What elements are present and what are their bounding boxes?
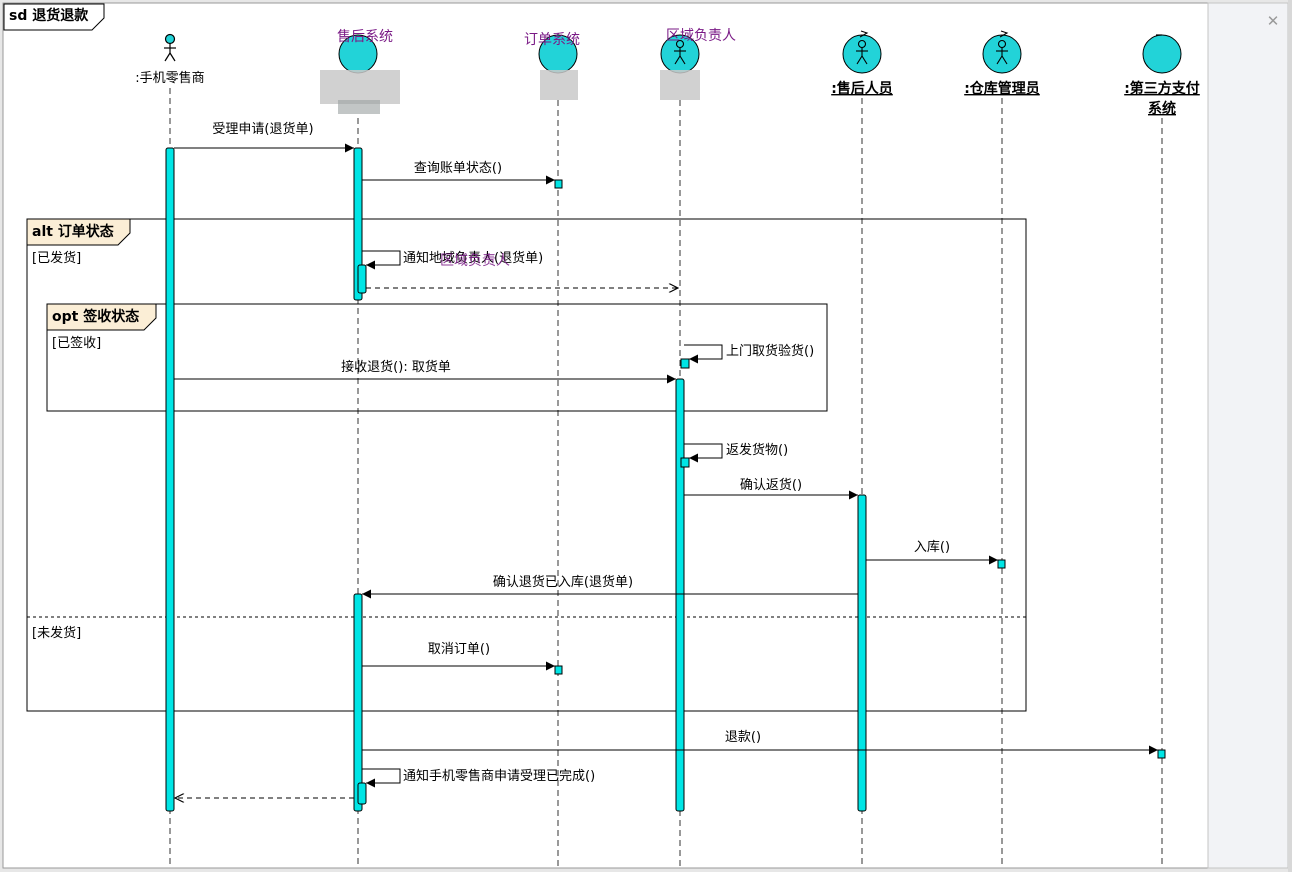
lifeline-payment-head[interactable] — [1142, 34, 1182, 74]
fragment-opt-title: opt 签收状态 — [52, 308, 139, 325]
close-icon[interactable]: ✕ — [1267, 12, 1280, 30]
lifeline-aftersales-staff-label: :售后人员 — [831, 80, 893, 97]
message-7-label: 返发货物() — [726, 442, 788, 458]
fragment-alt-guard-2: [未发货] — [32, 625, 81, 641]
activation-payment — [1157, 749, 1166, 759]
activation-aftersales-sys-1 — [353, 147, 363, 301]
lifeline-aftersales-staff-head[interactable] — [842, 30, 882, 74]
actor-icon — [856, 39, 868, 65]
lifeline-retailer-label: :手机零售商 — [135, 70, 204, 86]
fragment-alt[interactable]: alt 订单状态 [已发货] [未发货] — [26, 218, 1027, 712]
fragment-opt-tab — [46, 303, 157, 331]
blur-patch — [320, 70, 400, 104]
message-lines — [174, 143, 1158, 798]
message-1-label: 受理申请(退货单) — [212, 121, 313, 137]
activation-regional-self-1 — [680, 358, 690, 369]
message-11-label: 取消订单() — [428, 642, 490, 657]
fragment-opt-frame — [46, 303, 828, 412]
lifeline-warehouse-head[interactable] — [982, 30, 1022, 74]
lifeline-payment-label-line2: 系统 — [1148, 100, 1176, 117]
actor-icon — [164, 33, 176, 45]
actor-icon — [996, 39, 1008, 65]
side-panel — [1207, 2, 1289, 869]
message-5-line[interactable] — [684, 344, 723, 364]
actor-icon — [674, 39, 686, 65]
fragment-alt-frame — [26, 218, 1027, 712]
fragment-opt[interactable]: opt 签收状态 [已签收] — [46, 303, 828, 412]
blur-patch — [540, 70, 578, 100]
fragment-opt-guard: [已签收] — [52, 335, 101, 351]
message-2-label: 查询账单状态() — [414, 161, 502, 176]
activation-aftersales-staff — [857, 494, 867, 812]
lifeline-payment-label-line1: :第三方支付 — [1124, 80, 1200, 97]
outer-strip — [1288, 0, 1292, 872]
message-labels: 受理申请(退货单) 查询账单状态() 通知地域负责人(退货单) 上门取货验货()… — [212, 121, 950, 784]
canvas — [2, 2, 1209, 869]
activation-warehouse — [997, 559, 1006, 569]
frame-title: sd 退货退款 — [9, 7, 89, 24]
message-3-line[interactable] — [362, 250, 401, 270]
blur-patch — [338, 100, 380, 114]
activation-order-sys-1 — [554, 179, 563, 189]
activation-aftersales-sys-2 — [353, 593, 363, 812]
message-3-label: 通知地域负责人(退货单) — [403, 250, 543, 266]
activation-retailer — [165, 147, 175, 812]
frame-title-tab — [3, 3, 105, 31]
blur-patch — [660, 70, 700, 100]
message-13-label: 通知手机零售商申请受理已完成() — [403, 768, 595, 784]
control-icon — [1142, 34, 1182, 74]
message-8-label: 确认返货() — [740, 477, 802, 493]
activation-aftersales-sys-self-2 — [357, 782, 367, 805]
message-5-label: 上门取货验货() — [726, 343, 814, 359]
lifeline-aftersales-sys-overlay-label: 售后系统 — [337, 29, 393, 45]
lifeline-order-sys-overlay-label: 订单系统 — [524, 32, 580, 48]
lifeline-aftersales-sys-head[interactable] — [320, 34, 400, 114]
fragment-alt-tab — [26, 218, 131, 246]
message-9-label: 入库() — [914, 539, 950, 555]
message-6-label: 接收退货(): 取货单 — [341, 359, 451, 375]
activations — [165, 147, 1166, 812]
activation-aftersales-sys-self-1 — [357, 264, 367, 294]
fragment-alt-guard-1: [已发货] — [32, 250, 81, 266]
message-10-label: 确认退货已入库(退货单) — [493, 574, 633, 590]
lifeline-order-sys-head[interactable] — [538, 34, 578, 100]
lifeline-warehouse-label: :仓库管理员 — [964, 80, 1040, 97]
lifeline-retailer-head[interactable] — [164, 33, 176, 62]
lifeline-regional-overlay-label: 区域负责人 — [666, 28, 736, 44]
activation-order-sys-2 — [554, 665, 563, 675]
message-7-line[interactable] — [684, 443, 723, 463]
message-13-line[interactable] — [362, 768, 401, 788]
lifeline-regional-head[interactable] — [660, 34, 700, 100]
activation-regional — [675, 378, 685, 812]
activation-regional-self-2 — [680, 457, 690, 468]
message-12-label: 退款() — [725, 730, 761, 745]
fragment-alt-title: alt 订单状态 — [32, 223, 114, 240]
regional-overlay-label-duplicate: 区域负责人 — [440, 253, 510, 269]
